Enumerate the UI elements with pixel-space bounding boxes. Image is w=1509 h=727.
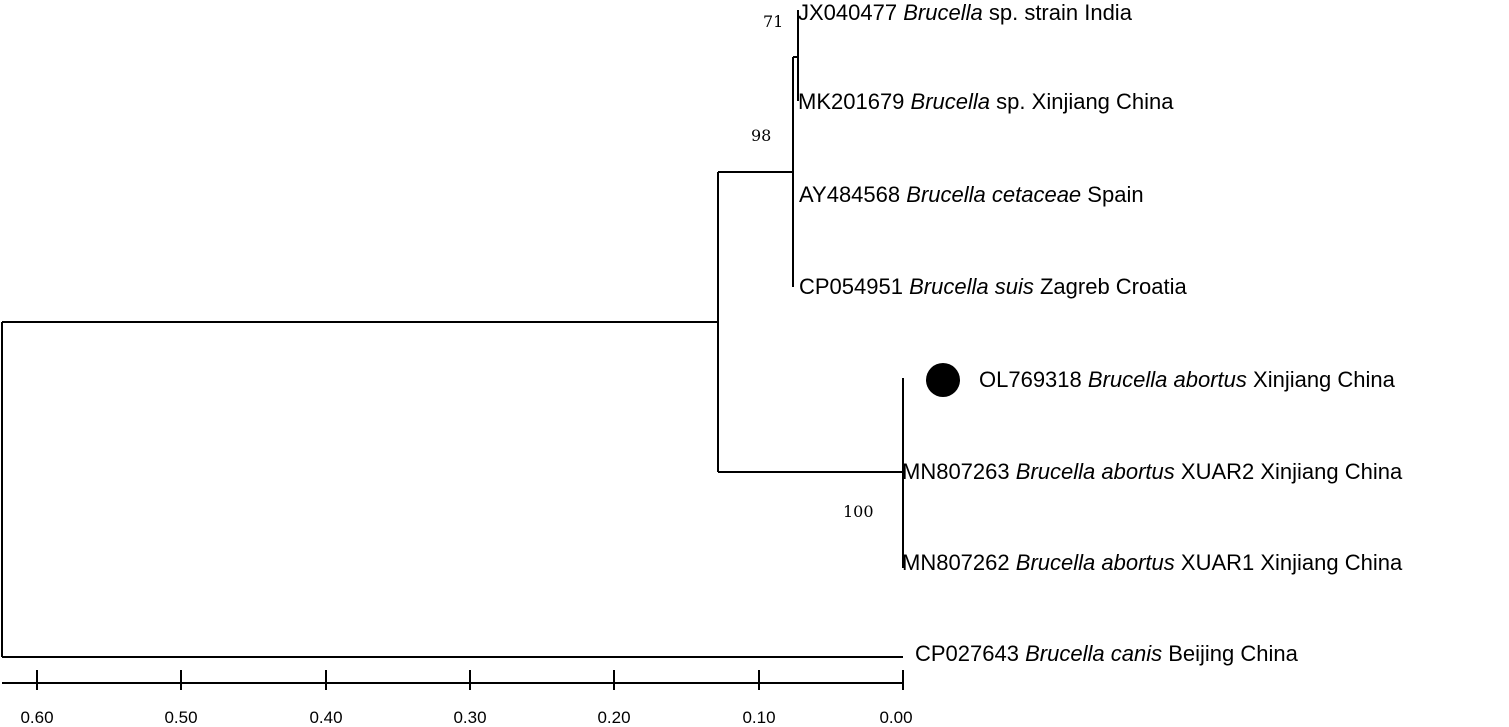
leaf-species: sp. bbox=[989, 0, 1018, 25]
leaf-label: JX040477 Brucella sp. strain India bbox=[798, 0, 1133, 25]
leaf-genus: Brucella bbox=[911, 89, 990, 114]
leaf-location: strain India bbox=[1024, 0, 1132, 25]
leaf-accession: AY484568 bbox=[799, 182, 900, 207]
leaf-location: Xinjiang China bbox=[1253, 367, 1396, 392]
leaf-genus: Brucella bbox=[903, 0, 982, 25]
leaf-species: cetaceae bbox=[992, 182, 1081, 207]
leaf-species: abortus bbox=[1101, 459, 1174, 484]
leaf-species: sp. bbox=[996, 89, 1025, 114]
axis-tick-label: 0.40 bbox=[309, 708, 342, 727]
axis-tick-label: 0.00 bbox=[879, 708, 912, 727]
leaf-label: MN807262 Brucella abortus XUAR1 Xinjiang… bbox=[902, 550, 1403, 575]
leaf-label: AY484568 Brucella cetaceae Spain bbox=[799, 182, 1144, 207]
leaf-genus: Brucella bbox=[906, 182, 985, 207]
axis-tick-label: 0.20 bbox=[597, 708, 630, 727]
leaf-location: Spain bbox=[1087, 182, 1143, 207]
leaf-labels: JX040477 Brucella sp. strain India MK201… bbox=[798, 0, 1403, 666]
axis-tick-label: 0.10 bbox=[742, 708, 775, 727]
leaf-location: Beijing China bbox=[1168, 641, 1298, 666]
highlight-circle-marker bbox=[926, 363, 960, 397]
leaf-species: abortus bbox=[1174, 367, 1247, 392]
leaf-species: suis bbox=[995, 274, 1034, 299]
scale-axis: 0.60 0.50 0.40 0.30 0.20 0.10 0.00 bbox=[2, 670, 913, 727]
bootstrap-100: 100 bbox=[843, 502, 874, 521]
axis-tick-label: 0.30 bbox=[453, 708, 486, 727]
leaf-genus: Brucella bbox=[1088, 367, 1167, 392]
leaf-accession: CP054951 bbox=[799, 274, 903, 299]
leaf-accession: JX040477 bbox=[798, 0, 897, 25]
leaf-accession: CP027643 bbox=[915, 641, 1019, 666]
leaf-accession: MK201679 bbox=[798, 89, 904, 114]
leaf-genus: Brucella bbox=[1016, 550, 1095, 575]
bootstrap-71: 71 bbox=[763, 12, 783, 31]
leaf-label: CP027643 Brucella canis Beijing China bbox=[915, 641, 1299, 666]
leaf-location: Zagreb Croatia bbox=[1040, 274, 1188, 299]
leaf-species: abortus bbox=[1101, 550, 1174, 575]
leaf-location: XUAR1 Xinjiang China bbox=[1181, 550, 1403, 575]
leaf-label: CP054951 Brucella suis Zagreb Croatia bbox=[799, 274, 1187, 299]
branches bbox=[1, 10, 904, 658]
axis-tick-label: 0.60 bbox=[20, 708, 53, 727]
leaf-genus: Brucella bbox=[1025, 641, 1104, 666]
leaf-label: MK201679 Brucella sp. Xinjiang China bbox=[798, 89, 1174, 114]
leaf-accession: MN807263 bbox=[902, 459, 1010, 484]
leaf-genus: Brucella bbox=[1016, 459, 1095, 484]
leaf-accession: OL769318 bbox=[979, 367, 1082, 392]
leaf-location: Xinjiang China bbox=[1032, 89, 1175, 114]
leaf-genus: Brucella bbox=[909, 274, 988, 299]
leaf-label: MN807263 Brucella abortus XUAR2 Xinjiang… bbox=[902, 459, 1403, 484]
axis-tick-label: 0.50 bbox=[164, 708, 197, 727]
leaf-species: canis bbox=[1111, 641, 1162, 666]
leaf-accession: MN807262 bbox=[902, 550, 1010, 575]
leaf-label: OL769318 Brucella abortus Xinjiang China bbox=[979, 367, 1396, 392]
leaf-location: XUAR2 Xinjiang China bbox=[1181, 459, 1403, 484]
bootstrap-98: 98 bbox=[751, 126, 771, 145]
bootstrap-values: 71 98 100 bbox=[751, 12, 874, 521]
